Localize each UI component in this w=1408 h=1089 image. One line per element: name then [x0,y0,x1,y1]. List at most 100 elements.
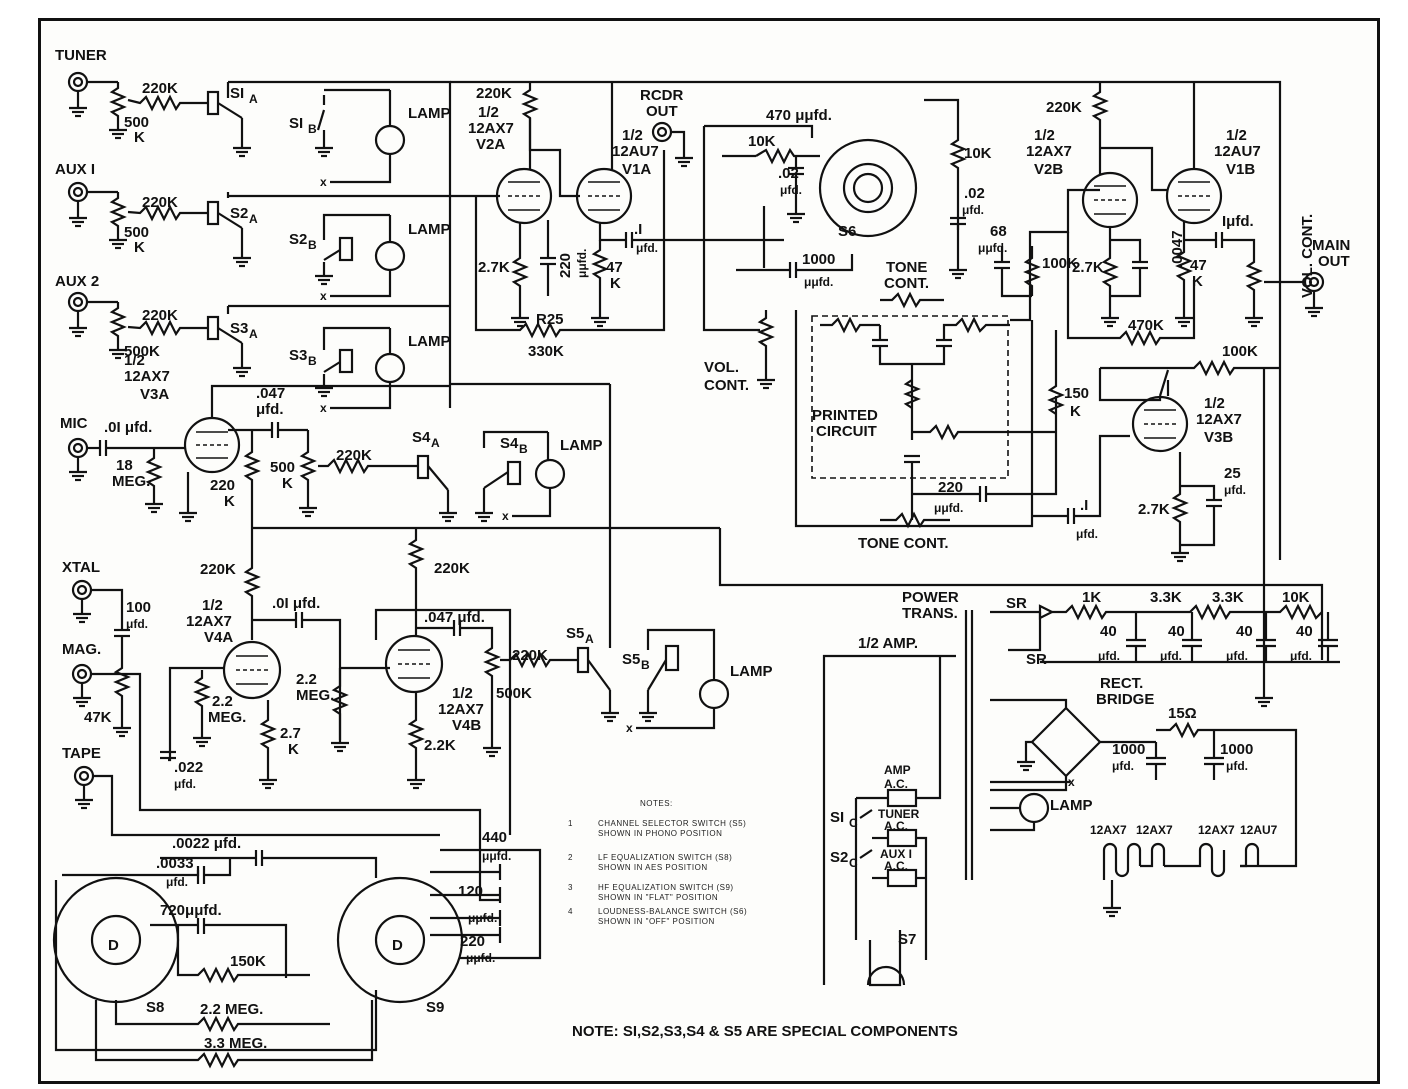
b-plus-bus [450,80,1282,560]
tone-cont-bottom-label: TONE CONT. [858,535,949,552]
c-047b-label: .047 μfd. [424,609,485,626]
c-uufd-label-b: μμfd. [978,241,1007,255]
tube-v4b: 1/2 12AX7 V4B [384,634,484,734]
rectifier-bridge [990,698,1156,792]
c-02-label: .02 [964,185,985,202]
c-0022-label: .0022 μfd. [172,835,241,852]
r-220k-label: 220K [142,307,178,324]
r-500k-label: 500 [124,224,149,241]
c-ufd-label: μfd. [1224,483,1246,497]
c-ufd-label: μfd. [126,617,148,631]
s6-label: S6 [838,223,856,240]
r25-label: R25 [536,311,564,328]
tube-v4a: 1/2 12AX7 V4A [186,597,282,700]
s3b-sub: B [308,354,317,368]
r-2-7-label: 2.7 [280,725,301,742]
c-1000-label: 1000 [802,251,835,268]
r-220-unit: K [224,493,235,510]
mic-label: MIC [60,415,88,432]
r-2-2meg-unit: MEG. [208,709,246,726]
v2b-label-2: 12AX7 [1026,143,1072,160]
main-out-label-1: MAIN [1312,237,1350,254]
r-220k-label: 220K [512,647,548,664]
s5a-sub: A [585,632,594,646]
switch-s8: D S8 [52,876,180,1016]
s7-label: S7 [898,931,916,948]
note-3-num: 3 [568,883,573,892]
s1b-label: SI [289,115,303,132]
x-mark: x [502,509,509,523]
power-label-2: TRANS. [902,605,958,622]
tube-v2a: 1/2 12AX7 V2A [468,104,553,225]
r-3-3meg-label: 3.3 MEG. [204,1035,267,1052]
c-1-label: .I [634,221,642,238]
r-220k-label: 220K [200,561,236,578]
half-amp-label: 1/2 AMP. [858,635,918,652]
c-uufd-label-b: μμfd. [468,911,497,925]
c-ufd-label: μfd. [174,777,196,791]
v3a-label-1: 1/2 [124,352,145,369]
rcdr-label-2: OUT [646,103,678,120]
xtal-label: XTAL [62,559,100,576]
tone-cont-label-1: TONE [886,259,927,276]
r-47-unit: K [610,275,621,292]
r-500k-unit: K [134,129,145,146]
input-selector-row-aux2: 220K 500K S3 A S3 B x LAMP [87,300,451,415]
note-2-line2: SHOWN IN AES POSITION [598,863,708,872]
v4b-label-1: 1/2 [452,685,473,702]
r-500k-unit: K [134,239,145,256]
v1a-label-1: 1/2 [622,127,643,144]
v4b-label-2: 12AX7 [438,701,484,718]
tube-v1b: 1/2 12AU7 V1B [1165,127,1261,225]
c-uufd-label: μμfd. [482,849,511,863]
c-40-label-3: 40 [1236,623,1253,640]
c-ufd-label: μfd. [962,203,984,217]
note-2-line1: LF EQUALIZATION SWITCH (S8) [598,853,732,862]
x-mark: x [320,401,327,415]
rect-label-1: RECT. [1100,675,1143,692]
s2a-label: S2 [230,205,248,222]
r-47-label: 47 [1190,257,1207,274]
v2a-label-1: 1/2 [478,104,499,121]
r-3-3k-label: 3.3K [1150,589,1182,606]
notes-block: NOTES: 1 CHANNEL SELECTOR SWITCH (S5) SH… [568,799,747,926]
note-1-num: 1 [568,819,573,828]
c-40-label-4: 40 [1296,623,1313,640]
s4a-sub: A [431,436,440,450]
s5b-sub: B [641,658,650,672]
s9-rotor-label: D [392,937,403,954]
r-470k-label: 470K [1128,317,1164,334]
s3a-sub: A [249,327,258,341]
c-440-label: 440 [482,829,507,846]
aux2-input-jack: AUX 2 [55,273,99,338]
s4b-sub: B [519,442,528,456]
aux-ac-label-1: AUX I [880,847,912,861]
power-label-1: POWER [902,589,959,606]
v3b-label-2: 12AX7 [1196,411,1242,428]
c-uufd-label: μμfd. [575,249,589,278]
r-220k-label: 220K [1046,99,1082,116]
tape-label: TAPE [62,745,101,762]
v2a-label-3: V2A [476,136,505,153]
amp-ac-label-2: A.C. [884,777,908,791]
r-3-3k-label-b: 3.3K [1212,589,1244,606]
v4b-label-3: V4B [452,717,481,734]
amp-ac-label-1: AMP [884,763,911,777]
aux1-input-jack: AUX I [55,161,95,228]
tuner-input-jack: TUNER [55,47,107,118]
r-500k-label: 500 [124,114,149,131]
sr-label-2: SR [1026,651,1047,668]
s2c-sub: C [849,856,858,870]
c-ufd-label: μfd. [256,401,284,418]
lamp-2 [374,240,406,272]
heater-label-1: 12AX7 [1090,823,1127,837]
c-1-label: .I [1080,497,1088,514]
c-100-label: 100 [126,599,151,616]
r-18meg-label: 18 [116,457,133,474]
c-047-label: .047 [256,385,285,402]
c-40-label-1: 40 [1100,623,1117,640]
printed-circuit-label-1: PRINTED [812,407,878,424]
s2a-sub: A [249,212,258,226]
c-01ufd-label: .0I μfd. [272,595,320,612]
switch-s9: D S9 [336,876,464,1016]
